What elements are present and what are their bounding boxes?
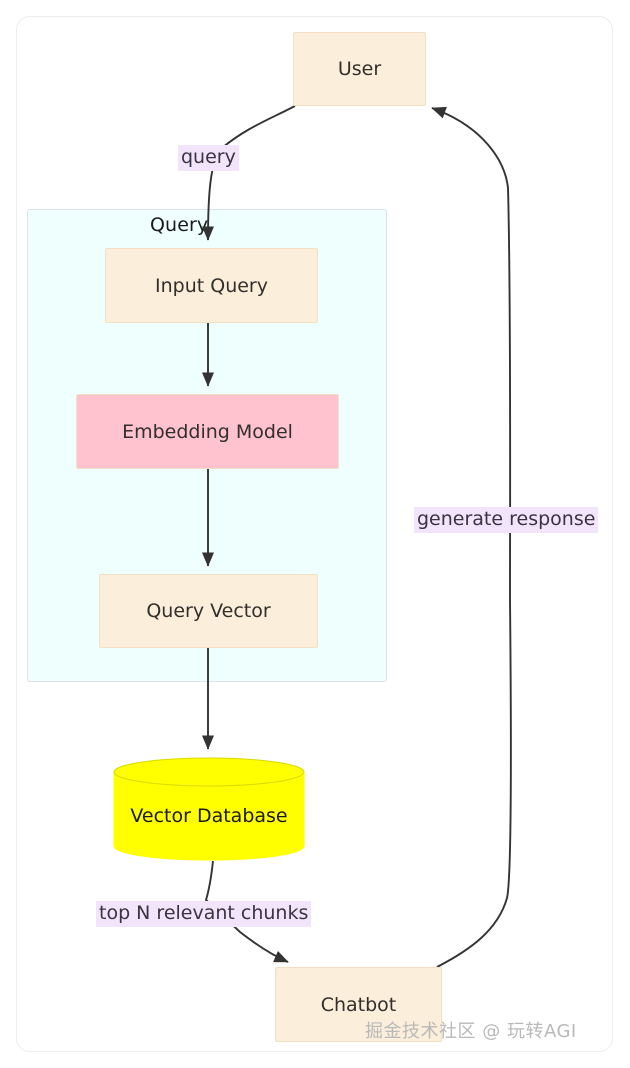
node-vector-database[interactable]: Vector Database xyxy=(113,757,305,861)
node-input-query-label: Input Query xyxy=(155,274,268,297)
node-user[interactable]: User xyxy=(293,32,426,106)
cylinder-icon xyxy=(113,757,305,861)
node-input-query[interactable]: Input Query xyxy=(105,248,318,323)
watermark: 掘金技术社区 @ 玩转AGI xyxy=(365,1021,577,1042)
node-chatbot[interactable]: Chatbot xyxy=(275,967,442,1042)
node-query-vector-label: Query Vector xyxy=(146,600,271,622)
edge-label-generate-response: generate response xyxy=(414,507,599,533)
node-vector-database-label: Vector Database xyxy=(130,805,288,827)
node-query-vector[interactable]: Query Vector xyxy=(99,574,318,648)
edge-label-query: query xyxy=(178,145,239,171)
node-chatbot-label: Chatbot xyxy=(320,993,397,1016)
subgraph-query-title: Query xyxy=(150,214,209,236)
node-embedding-model-label: Embedding Model xyxy=(122,420,293,443)
node-user-label: User xyxy=(337,58,382,80)
edge-label-top-n-relevant-chunks: top N relevant chunks xyxy=(96,901,312,927)
node-embedding-model[interactable]: Embedding Model xyxy=(76,394,339,469)
